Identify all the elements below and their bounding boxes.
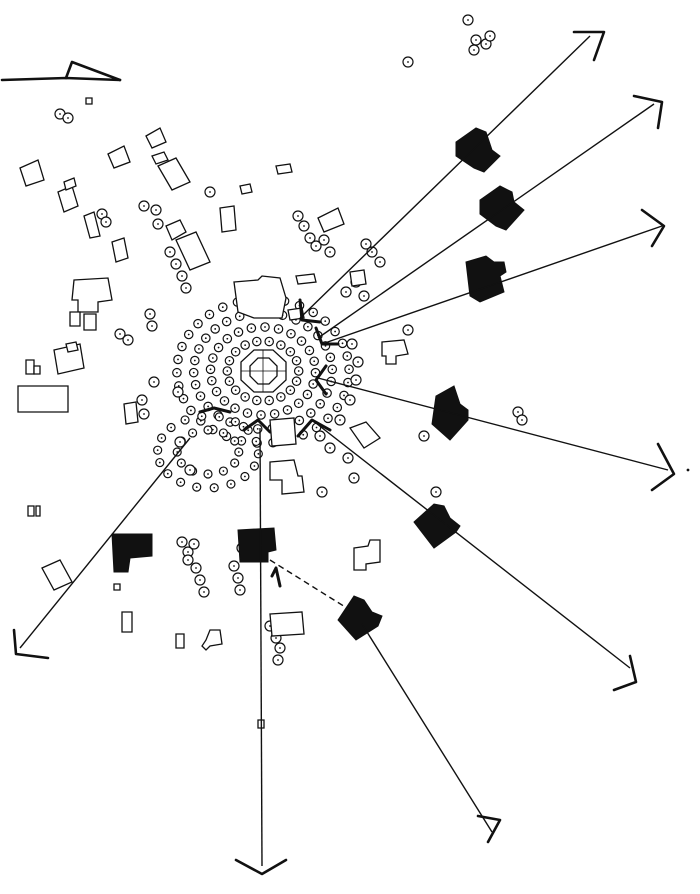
central-pavilion [240,349,287,393]
chevron-icon [296,418,332,438]
inner-chevrons [198,298,340,588]
chevron-icon [314,326,340,346]
chevron-icon [242,418,272,434]
arrow-head-icon [12,628,50,660]
arrow-head-icon [632,94,664,130]
black-buildings [111,127,525,641]
arrow-head-icon [640,208,666,248]
north-arrow-icon [0,60,122,82]
arrow-heads [12,30,676,876]
arrow-head-icon [612,654,638,692]
arrow-head-icon [234,858,288,876]
chevron-icon [298,298,322,324]
arrow-head-icon [572,30,606,62]
tree-rings [153,294,354,493]
chevron-icon [198,406,232,414]
arrow-head-icon [650,442,676,492]
chevron-icon [270,566,282,588]
arrow-head-icon [476,814,502,844]
outline-buildings [17,97,409,729]
chevron-icon [314,364,328,396]
view-lines [19,35,669,867]
